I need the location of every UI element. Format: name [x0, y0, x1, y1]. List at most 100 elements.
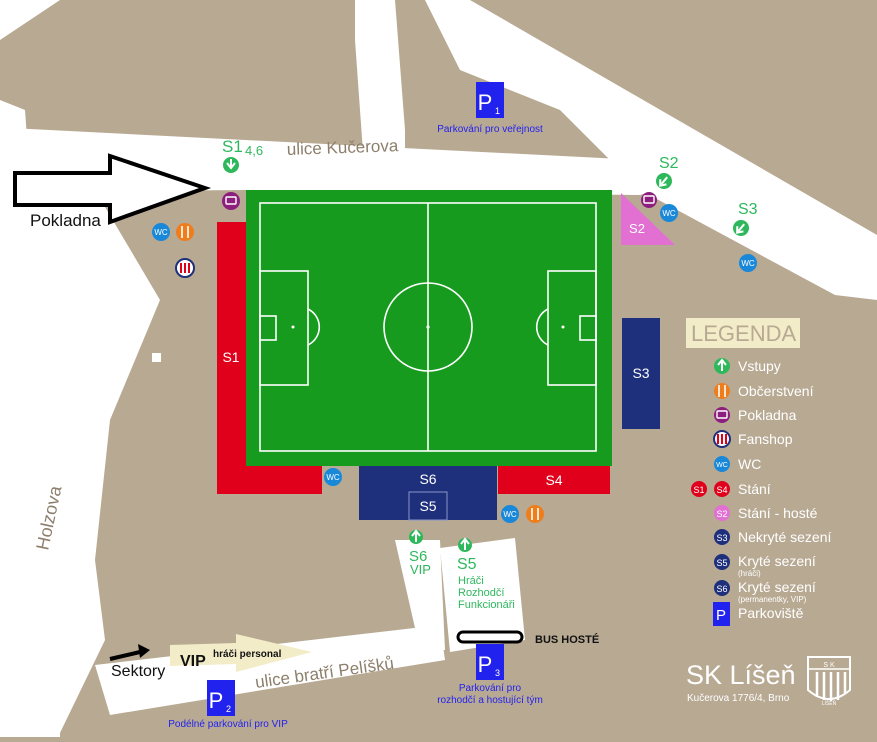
- penalty-arc-left: [307, 308, 321, 346]
- stand-s6-label: S6: [419, 471, 436, 487]
- wc-icon: WC: [714, 456, 730, 472]
- parking-number: 3: [495, 668, 500, 678]
- entry-icon-s2: [656, 173, 672, 189]
- badge-s3: [714, 529, 730, 545]
- parking-p3-line1: Parkování pro: [459, 683, 522, 694]
- legend-item-kryte-perm: S6 Kryté sezení (permanentky, VIP): [714, 579, 816, 604]
- penalty-arc-right: [535, 308, 549, 346]
- sektory-arrow-head: [138, 644, 150, 658]
- legend-label: Stání: [738, 481, 771, 497]
- legend-title-bg: [686, 318, 800, 348]
- entry-s6-label: S6: [409, 548, 427, 565]
- wc-icon: WC: [152, 223, 170, 241]
- road-pelisku: [95, 625, 445, 715]
- svg-text:S2: S2: [716, 509, 727, 519]
- bus-hoste-label: BUS HOSTÉ: [535, 633, 599, 646]
- svg-text:S5: S5: [716, 558, 727, 568]
- wc-icon: WC: [324, 468, 342, 486]
- legend-label: WC: [738, 456, 761, 472]
- wc-icon: WC: [501, 505, 519, 523]
- legend-sublabel: (hráči): [738, 569, 761, 578]
- svg-text:WC: WC: [503, 510, 517, 519]
- road-south-connector: [395, 540, 445, 650]
- legend-label: Fanshop: [738, 431, 793, 447]
- parking-p3: P 3 Parkování pro rozhodčí a hostující t…: [437, 644, 543, 706]
- parking-number: 1: [495, 106, 500, 116]
- badge-s5: [714, 554, 730, 570]
- pokladna-arrow: [13, 153, 212, 225]
- wc-icon: WC: [660, 204, 678, 222]
- svg-text:WC: WC: [154, 228, 168, 237]
- stand-s1-label: S1: [222, 349, 239, 365]
- club-crest-icon: S K LÍŠEŇ: [807, 656, 851, 707]
- legend-label: Stání - hosté: [738, 505, 818, 521]
- pitch: [246, 190, 612, 466]
- center-circle: [383, 282, 473, 372]
- legend-item-pokladna: Pokladna: [714, 407, 797, 423]
- cash-icon: [714, 407, 730, 423]
- stand-s3-label: S3: [632, 365, 649, 381]
- goal-area-left: [259, 315, 277, 341]
- pokladna-label: Pokladna: [30, 211, 101, 230]
- entry-s5-line2: Rozhodčí: [458, 587, 504, 599]
- entry-s5-label: S5: [457, 556, 477, 573]
- entry-s5-line1: Hráči: [458, 575, 484, 587]
- legend-label: Parkoviště: [738, 605, 804, 621]
- legend-item-kryte-hraci: S5 Kryté sezení (hráči): [714, 553, 816, 578]
- club-address: Kučerova 1776/4, Brno: [687, 693, 790, 704]
- legend-label: Kryté sezení: [738, 579, 816, 595]
- food-icon: [714, 383, 730, 399]
- legend-item-vstupy: Vstupy: [714, 358, 781, 374]
- cash-icon: [641, 192, 657, 208]
- legend-label: Nekryté sezení: [738, 529, 831, 545]
- entry-icon-s5: [458, 537, 472, 552]
- legend-item-wc: WC WC: [714, 456, 761, 472]
- stand-s2: [621, 193, 675, 245]
- road-corner: [0, 0, 60, 40]
- hraci-personal-label: hráči personal: [213, 649, 282, 660]
- parking-p2-label: Podélné parkování pro VIP: [168, 719, 288, 730]
- svg-text:S6: S6: [716, 584, 727, 594]
- legend-title: LEGENDA: [691, 321, 796, 346]
- entry-icon: [714, 358, 730, 374]
- marker-square: [152, 353, 161, 362]
- svg-text:WC: WC: [716, 462, 728, 469]
- entry-s5-line3: Funkcionáři: [458, 599, 515, 611]
- parking-sign: [476, 644, 504, 680]
- parking-p1: P 1 Parkování pro veřejnost: [437, 82, 543, 135]
- road-holzova: [10, 170, 160, 737]
- stands: S1 S2 S3 S4 S6 S5: [217, 193, 675, 521]
- goal-area-right: [579, 315, 597, 341]
- entry-s6-vip: VIP: [410, 562, 431, 577]
- badge-s4: [714, 481, 730, 497]
- legend-item-stani-hoste: S2 Stání - hosté: [714, 505, 818, 521]
- vip-arrow: [170, 634, 312, 672]
- parking-p3-line2: rozhodčí a hostující tým: [437, 695, 543, 706]
- cash-icon: [222, 192, 240, 210]
- parking-sign: [207, 680, 235, 716]
- svg-text:P: P: [716, 607, 726, 624]
- parking-letter: P: [478, 652, 493, 677]
- sektory-arrow: [109, 650, 141, 661]
- parking-icon: [713, 602, 730, 626]
- road-north-connector: [355, 0, 405, 180]
- food-icon: [526, 505, 544, 523]
- stand-s5: [408, 491, 448, 521]
- road-bus-area: [440, 538, 525, 652]
- legend-label: Pokladna: [738, 407, 797, 423]
- parking-sign: [476, 82, 504, 118]
- entry-icon-s1: [223, 157, 239, 173]
- badge-s1: [691, 481, 707, 497]
- svg-text:S1: S1: [693, 485, 704, 495]
- entry-s1-label: S1: [222, 137, 243, 156]
- svg-text:S K: S K: [823, 662, 835, 669]
- svg-text:LÍŠEŇ: LÍŠEŇ: [822, 700, 837, 707]
- stand-s3: [622, 318, 660, 429]
- vip-label: VIP: [180, 653, 206, 670]
- legend: LEGENDA Vstupy Občerstvení Pokladna: [686, 318, 831, 626]
- stand-s2-label: S2: [629, 221, 645, 236]
- svg-text:S3: S3: [716, 533, 727, 543]
- badge-s2: [714, 505, 730, 521]
- sektory-label: Sektory: [111, 663, 165, 680]
